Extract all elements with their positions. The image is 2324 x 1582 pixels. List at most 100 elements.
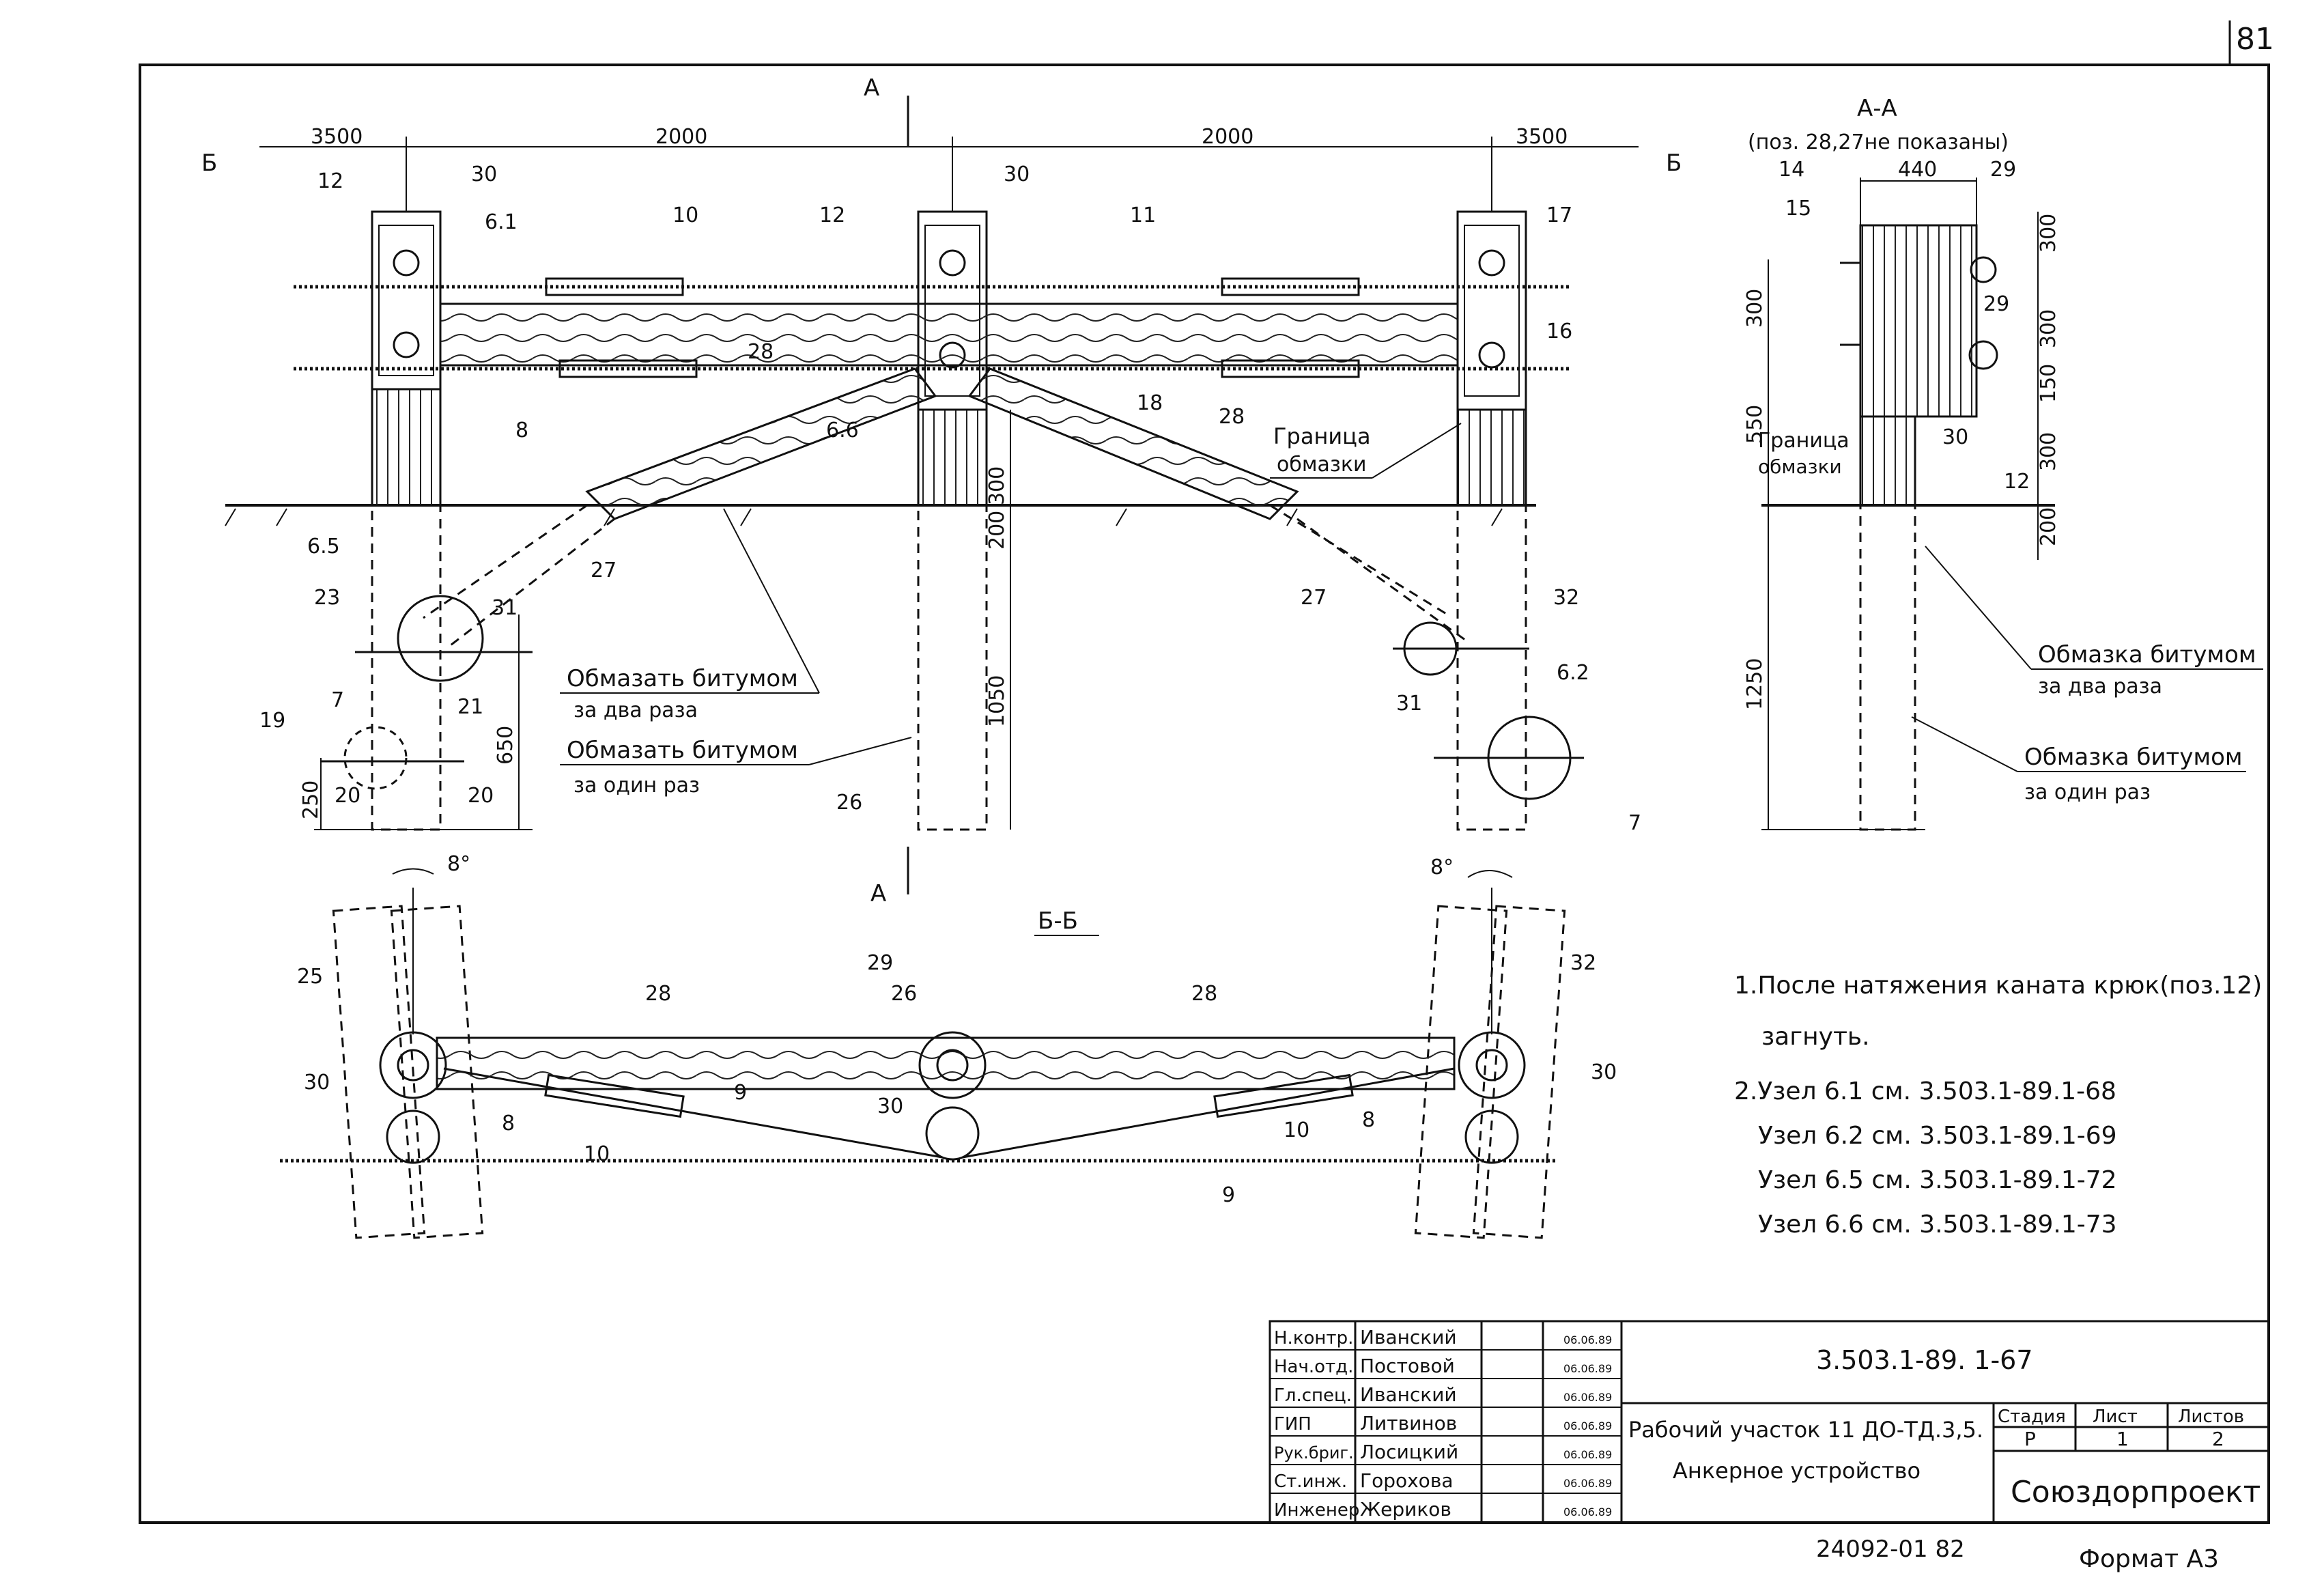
callout-26a: 26 — [836, 791, 862, 815]
format-label: Формат А3 — [2079, 1545, 2219, 1573]
dim-top-3: 2000 — [1202, 125, 1253, 149]
inventory-number: 24092-01 82 — [1816, 1536, 1965, 1563]
annotation-granitsa: Граница — [1273, 423, 1371, 449]
callout-12b: 12 — [819, 203, 845, 227]
callout-17: 17 — [1546, 203, 1572, 227]
staff-name-1: Иванский — [1360, 1326, 1457, 1348]
staff-role-3: Гл.спец. — [1274, 1385, 1352, 1406]
dim-center-300: 300 — [985, 466, 1009, 505]
bb-title: Б-Б — [1038, 907, 1078, 935]
staff-role-1: Н.контр. — [1274, 1328, 1353, 1348]
sheets-label: Листов — [2178, 1407, 2244, 1427]
notes-block: 1.После натяжения каната крюк(поз.12) за… — [1734, 972, 2262, 1239]
callout-8b: 8 — [502, 1112, 515, 1135]
sheet-label: Лист — [2093, 1407, 2138, 1427]
staff-role-2: Нач.отд. — [1274, 1357, 1353, 1377]
dim-top-4: 3500 — [1516, 125, 1568, 149]
note-2: 2.Узел 6.1 см. 3.503.1-89.1-68 — [1734, 1077, 2116, 1105]
callout-10a: 10 — [672, 203, 698, 227]
dim-center-1050: 1050 — [985, 675, 1009, 727]
sheet-frame — [139, 63, 2270, 1524]
aa-dim-440: 440 — [1898, 158, 1937, 182]
callout-10c: 10 — [1284, 1118, 1309, 1142]
staff-date-1: 06.06.89 — [1563, 1333, 1612, 1346]
staff-name-5: Лосицкий — [1360, 1441, 1458, 1463]
annotation-bitum2-1: Обмазать битумом — [567, 665, 798, 692]
aa-callout-14: 14 — [1779, 158, 1804, 182]
staff-date-4: 06.06.89 — [1563, 1419, 1612, 1432]
staff-role-4: ГИП — [1274, 1414, 1312, 1435]
section-aa-labels: А-А (поз. 28,27не показаны) 440 14 15 29… — [1743, 95, 2256, 804]
callout-31b: 31 — [1396, 692, 1422, 716]
section-aa-view — [1761, 178, 2055, 831]
callout-62: 6.2 — [1557, 661, 1589, 685]
aa-granitsa-1: Граница — [1758, 429, 1850, 453]
callout-27b: 27 — [1301, 586, 1327, 610]
callout-29a: 29 — [867, 951, 893, 975]
aa-callout-29b: 29 — [1983, 292, 2009, 316]
note-5: Узел 6.6 см. 3.503.1-89.1-73 — [1758, 1211, 2117, 1239]
elevation-view — [225, 96, 1639, 894]
aa-title: А-А — [1857, 95, 1897, 122]
dim-left-650: 650 — [494, 726, 518, 765]
callout-12a: 12 — [317, 169, 343, 193]
dim-center-200: 200 — [985, 511, 1009, 550]
staff-role-5: Рук.бриг. — [1274, 1443, 1354, 1463]
callout-8a: 8 — [515, 419, 528, 442]
annotation-bitum1-1: Обмазать битумом — [567, 737, 798, 764]
callout-30d: 30 — [877, 1094, 903, 1118]
aa-dim-l1: 300 — [1743, 289, 1767, 328]
callout-23: 23 — [314, 586, 340, 610]
callout-31a: 31 — [492, 596, 518, 620]
aa-dim-l3: 1250 — [1743, 658, 1767, 710]
staff-role-6: Ст.инж. — [1274, 1471, 1347, 1492]
aa-subtitle: (поз. 28,27не показаны) — [1748, 130, 2009, 154]
stage-label: Стадия — [1998, 1407, 2066, 1427]
aa-callout-30: 30 — [1942, 425, 1968, 449]
callout-7a: 7 — [331, 688, 344, 712]
staff-date-6: 06.06.89 — [1563, 1477, 1612, 1490]
callout-9a: 9 — [734, 1081, 747, 1105]
callout-9b: 9 — [1222, 1183, 1235, 1207]
dim-top-2: 2000 — [655, 125, 707, 149]
callout-18: 18 — [1137, 391, 1163, 415]
doc-code: 3.503.1-89. 1-67 — [1816, 1345, 2033, 1375]
aa-dim-l2: 550 — [1743, 405, 1767, 444]
aa-granitsa-2: обмазки — [1758, 455, 1842, 478]
staff-name-2: Постовой — [1360, 1355, 1455, 1377]
staff-role-7: Инженер — [1274, 1500, 1359, 1521]
stage-value: Р — [2024, 1428, 2036, 1450]
aa-callout-29a: 29 — [1990, 158, 2016, 182]
callout-30c: 30 — [304, 1071, 330, 1094]
callout-27a: 27 — [591, 559, 617, 582]
note-4: Узел 6.5 см. 3.503.1-89.1-72 — [1758, 1166, 2117, 1194]
staff-date-5: 06.06.89 — [1563, 1448, 1612, 1461]
sheets-value: 2 — [2212, 1428, 2224, 1450]
title-block-staff: Н.контр. Иванский 06.06.89 Нач.отд. Пост… — [1274, 1326, 1612, 1521]
callout-32a: 32 — [1553, 586, 1579, 610]
aa-bitum1-1: Обмазка битумом — [2024, 744, 2243, 771]
aa-callout-12: 12 — [2004, 470, 2030, 494]
note-1: 1.После натяжения каната крюк(поз.12) — [1734, 972, 2262, 1000]
callout-10b: 10 — [584, 1142, 610, 1166]
callout-66: 6.6 — [826, 419, 859, 442]
plan-view-bb — [280, 868, 1566, 1239]
callout-20b: 20 — [468, 784, 494, 808]
aa-bitum2-2: за два раза — [2038, 675, 2162, 698]
elevation-labels: 3500 2000 2000 3500 А А Б Б 12 30 6.1 10… — [201, 74, 1682, 907]
callout-11: 11 — [1130, 203, 1156, 227]
organization: Союздорпроект — [2011, 1475, 2261, 1510]
staff-name-6: Горохова — [1360, 1469, 1453, 1492]
sheet-corner-number: 81 — [2236, 22, 2274, 57]
callout-8c: 8 — [1362, 1108, 1375, 1132]
staff-date-2: 06.06.89 — [1563, 1362, 1612, 1375]
callout-28c: 28 — [645, 982, 671, 1006]
staff-date-7: 06.06.89 — [1563, 1506, 1612, 1519]
angle-left: 8° — [447, 852, 470, 876]
callout-28a: 28 — [748, 340, 774, 364]
drawing-title-line1: Рабочий участок 11 ДО-ТД.3,5. — [1628, 1417, 1983, 1443]
callout-28d: 28 — [1191, 982, 1217, 1006]
plan-labels: Б-Б 8° 8° 25 30 28 29 26 28 32 30 30 8 1… — [297, 852, 1617, 1207]
aa-dim-r5: 200 — [2037, 507, 2060, 546]
